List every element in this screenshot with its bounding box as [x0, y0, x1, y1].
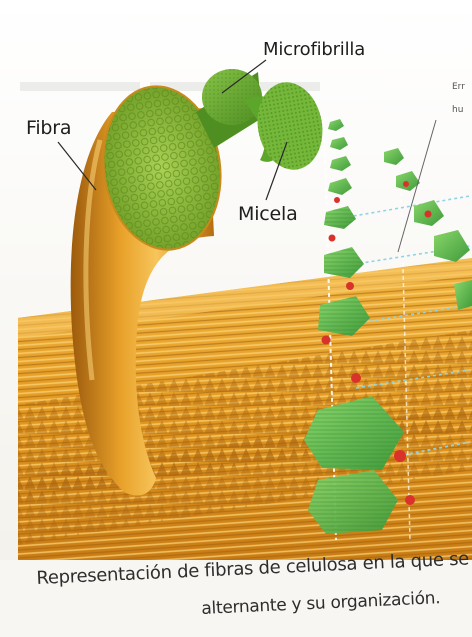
label-fibra: Fibra — [26, 117, 71, 139]
label-micela: Micela — [238, 203, 298, 225]
cut-off-text-1: Err — [452, 82, 465, 92]
cut-off-text-2: hu — [452, 105, 463, 115]
caption-line-2: alternante y su organización. — [201, 588, 441, 619]
label-microfibrilla: Microfibrilla — [263, 39, 365, 60]
cellulose-fiber-illustration — [0, 0, 472, 560]
